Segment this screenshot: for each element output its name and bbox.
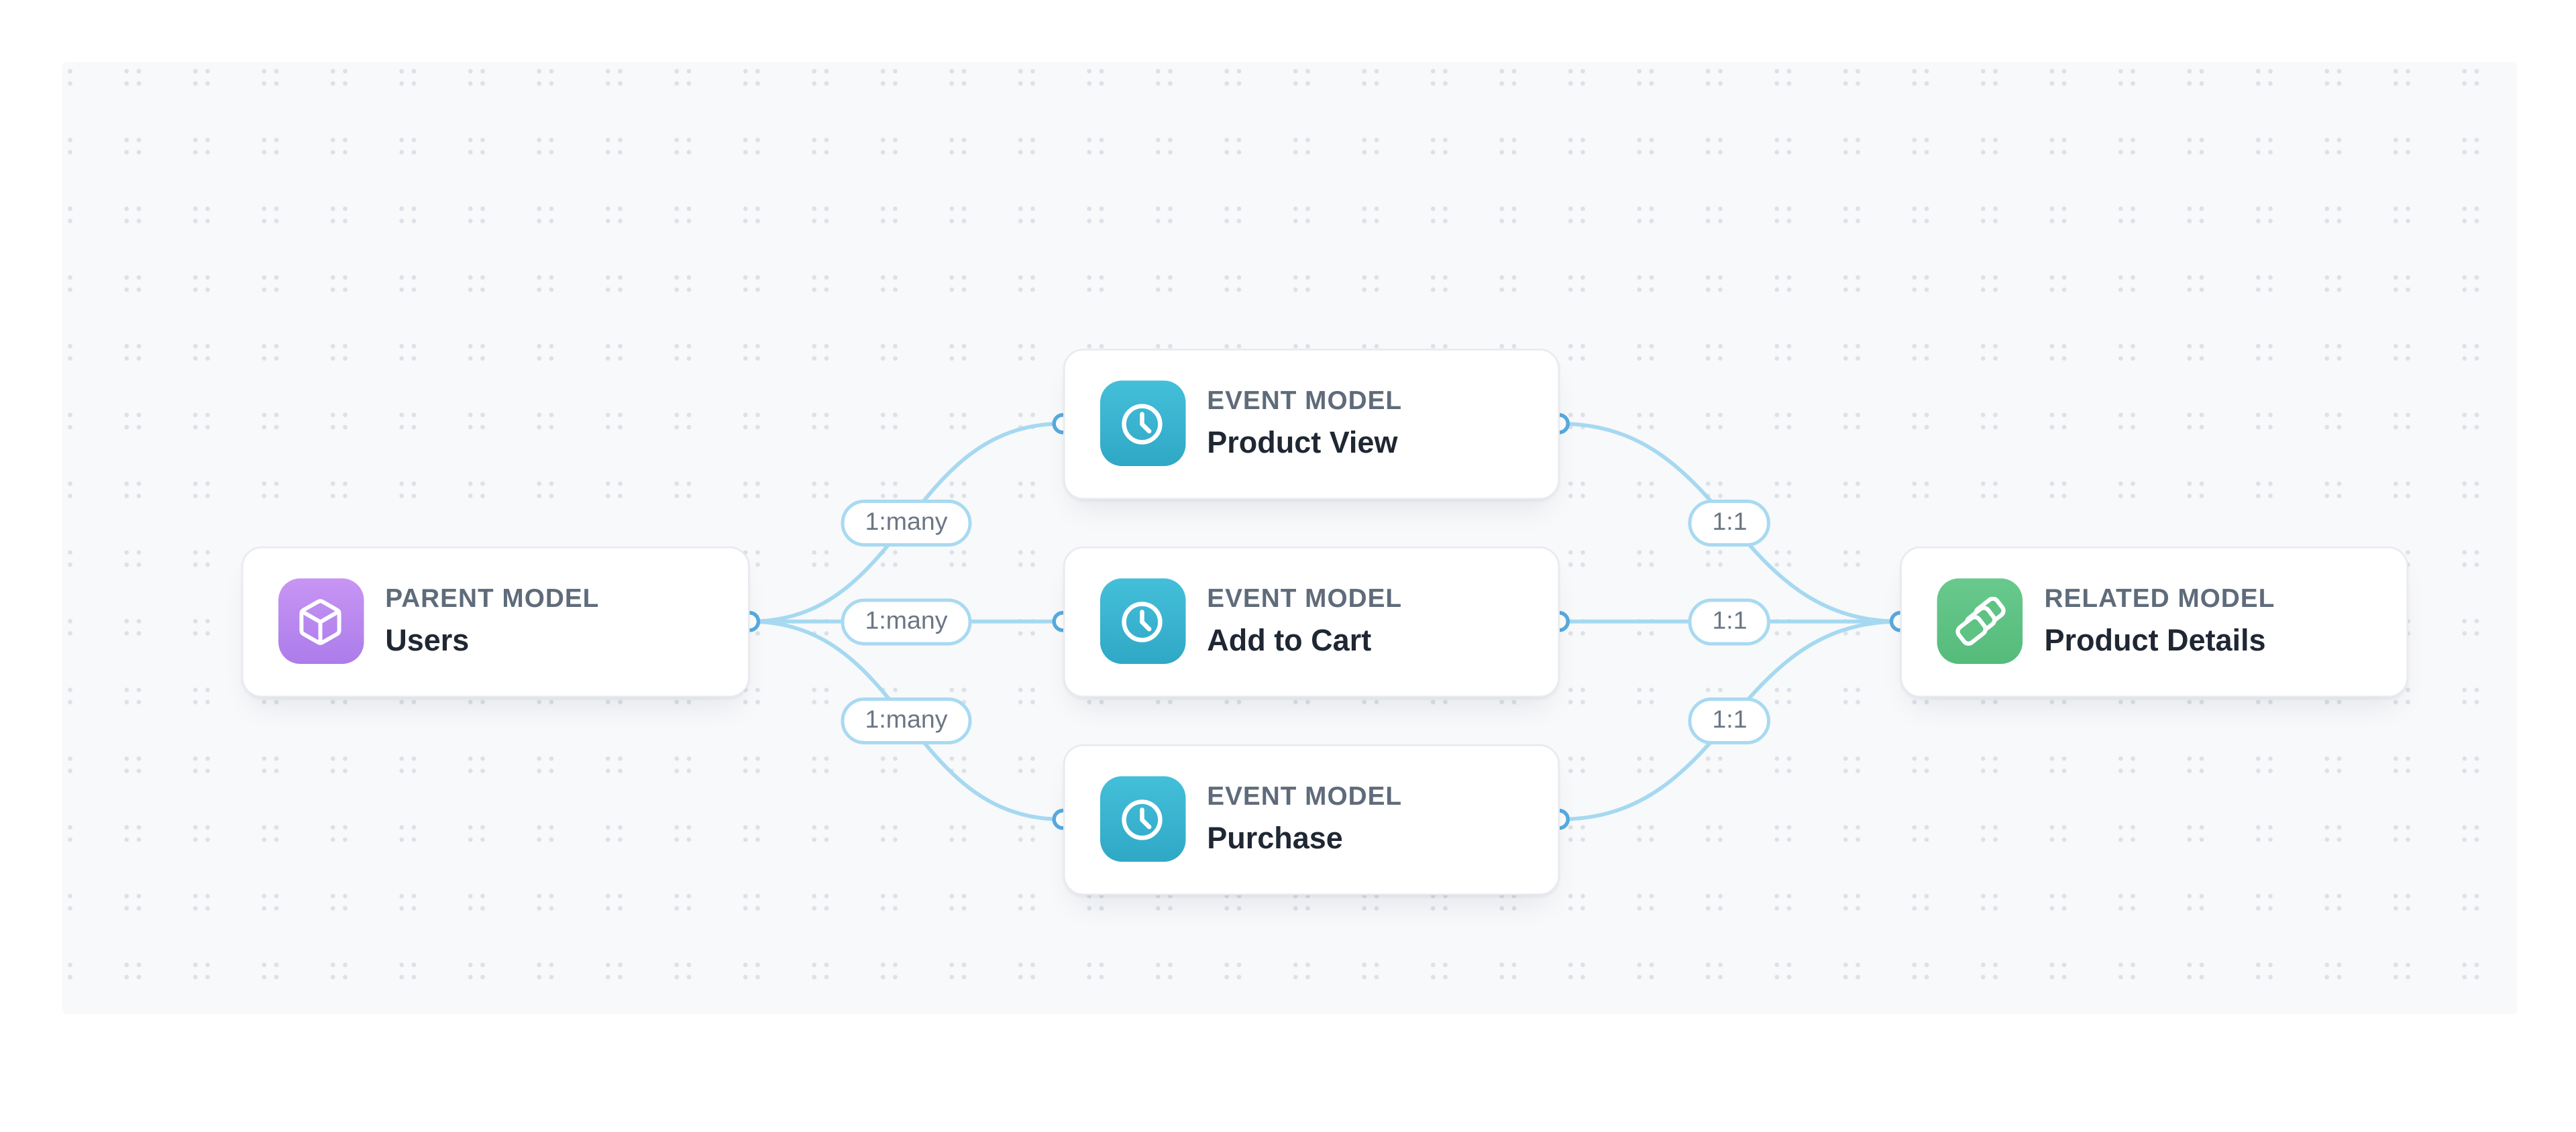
cube-icon — [278, 579, 364, 665]
clock-icon — [1099, 777, 1185, 862]
node-name: Product View — [1207, 424, 1402, 463]
node-event-purchase[interactable]: EVENT MODEL Purchase — [1063, 744, 1559, 895]
edge-label[interactable]: 1:1 — [1688, 598, 1770, 645]
node-type-label: PARENT MODEL — [385, 583, 599, 616]
edge-label[interactable]: 1:1 — [1688, 499, 1770, 546]
node-event-product-view[interactable]: EVENT MODEL Product View — [1063, 348, 1559, 499]
node-users-parent-model[interactable]: PARENT MODEL Users — [241, 546, 749, 697]
node-related-product-details[interactable]: RELATED MODEL Product Details — [1900, 546, 2409, 697]
node-name: Purchase — [1207, 819, 1402, 858]
edge-label[interactable]: 1:many — [841, 499, 971, 546]
edge-label[interactable]: 1:many — [841, 697, 971, 744]
node-name: Product Details — [2045, 622, 2275, 661]
flow-canvas[interactable]: PARENT MODEL Users EVENT MODEL Product V… — [62, 62, 2518, 1015]
layers-icon — [1937, 579, 2023, 665]
node-name: Add to Cart — [1207, 622, 1402, 661]
node-type-label: RELATED MODEL — [2045, 583, 2275, 616]
node-type-label: EVENT MODEL — [1207, 385, 1402, 418]
edge-label[interactable]: 1:1 — [1688, 697, 1770, 744]
edge-label[interactable]: 1:many — [841, 598, 971, 645]
diagram-stage: PARENT MODEL Users EVENT MODEL Product V… — [0, 0, 2576, 1069]
clock-icon — [1099, 579, 1185, 665]
node-type-label: EVENT MODEL — [1207, 583, 1402, 616]
node-name: Users — [385, 622, 599, 661]
node-type-label: EVENT MODEL — [1207, 781, 1402, 814]
node-event-add-to-cart[interactable]: EVENT MODEL Add to Cart — [1063, 546, 1559, 697]
clock-icon — [1099, 381, 1185, 467]
